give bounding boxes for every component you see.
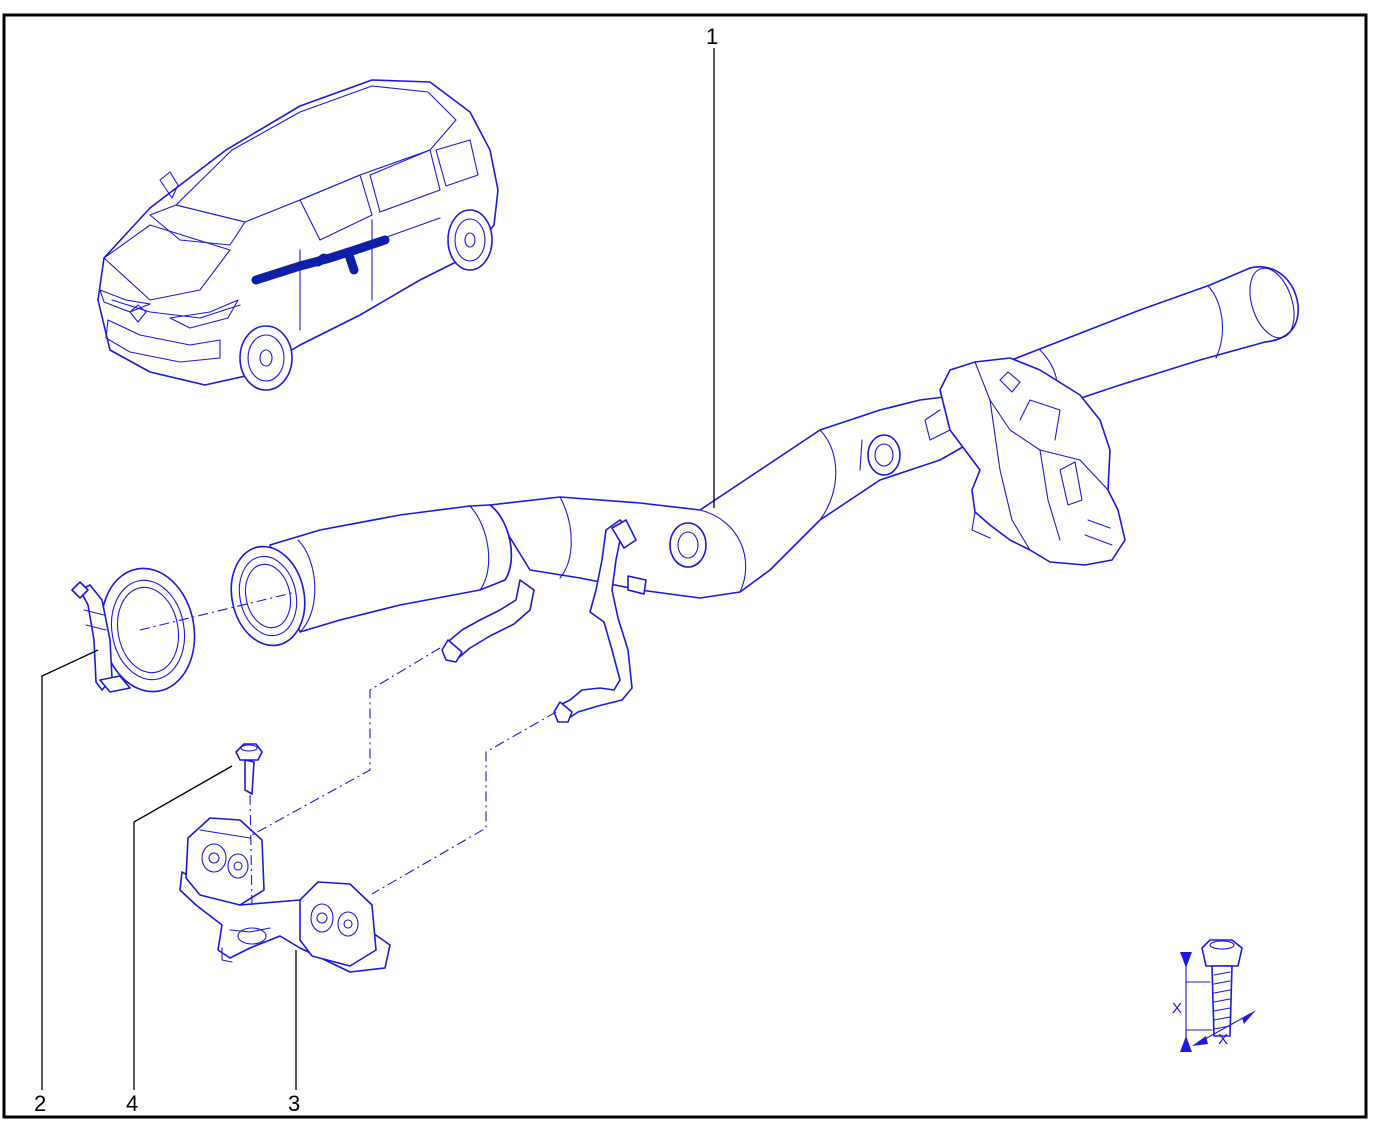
bolt-marking-detail: X X: [1172, 939, 1256, 1052]
callout-1: 1: [706, 24, 718, 49]
diagram-frame: [2, 13, 1368, 1119]
exhaust-pipe-assembly: [230, 266, 1299, 723]
clamp-ring: [71, 567, 196, 693]
assembly-alignment-lines: [139, 591, 557, 906]
leader-line-2: [41, 649, 99, 1090]
dimension-label-vertical: X: [1172, 1000, 1182, 1017]
dimension-label-horizontal: X: [1218, 1031, 1228, 1048]
callout-4: 4: [126, 1091, 138, 1116]
mounting-bracket: [179, 817, 391, 973]
callouts: 1 2 4 3: [34, 24, 718, 1116]
vehicle-locator-illustration: [97, 79, 499, 391]
bolt: [235, 743, 263, 795]
exhaust-location-highlight: [251, 235, 390, 285]
callout-3: 3: [288, 1091, 300, 1116]
leader-line-4: [133, 765, 233, 1090]
callout-2: 2: [34, 1091, 46, 1116]
